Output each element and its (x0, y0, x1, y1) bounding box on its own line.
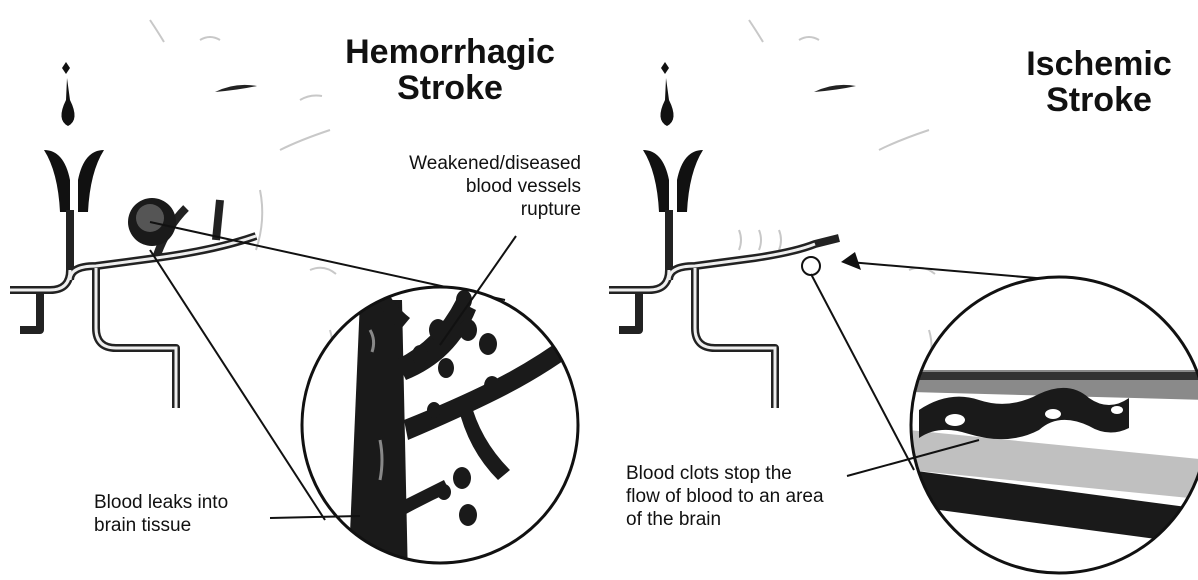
hemorrhagic-title: Hemorrhagic Stroke (320, 34, 580, 106)
clot-callout-line2: flow of blood to an area (626, 485, 906, 508)
clot-callout-line3: of the brain (626, 508, 906, 531)
brainstem-icon (44, 62, 104, 212)
zoom-magnified-clot (909, 275, 1198, 575)
rupture-callout-line1: Weakened/diseased (345, 152, 581, 175)
vessel-tree (609, 210, 839, 408)
ischemic-title: Ischemic Stroke (999, 46, 1198, 118)
hemorrhagic-title-line2: Stroke (320, 70, 580, 106)
hemorrhagic-stroke-panel: Hemorrhagic Stroke Weakened/diseased blo… (0, 0, 599, 580)
brainstem-icon (643, 62, 703, 212)
rupture-callout-line3: rupture (345, 198, 581, 221)
brain-outline (150, 20, 336, 370)
ischemic-stroke-panel: Ischemic Stroke Blood clots stop the flo… (599, 0, 1198, 580)
dark-stroke-mark (814, 85, 856, 92)
clot-callout: Blood clots stop the flow of blood to an… (626, 462, 906, 531)
clot-callout-line1: Blood clots stop the (626, 462, 906, 485)
ischemic-title-line2: Stroke (999, 82, 1198, 118)
zoom-line-bottom (811, 274, 914, 470)
clot-marker (802, 257, 820, 275)
clot (841, 252, 861, 270)
ischemic-title-line1: Ischemic (999, 46, 1198, 82)
zoom-line-top (849, 262, 1059, 280)
leak-callout-line2: brain tissue (94, 514, 294, 537)
hemorrhagic-title-line1: Hemorrhagic (320, 34, 580, 70)
rupture-callout-line2: blood vessels (345, 175, 581, 198)
leak-callout: Blood leaks into brain tissue (94, 491, 294, 537)
dark-stroke-mark (215, 85, 257, 92)
leak-callout-line1: Blood leaks into (94, 491, 294, 514)
brain-outline (739, 20, 935, 370)
rupture-callout: Weakened/diseased blood vessels rupture (345, 152, 581, 221)
